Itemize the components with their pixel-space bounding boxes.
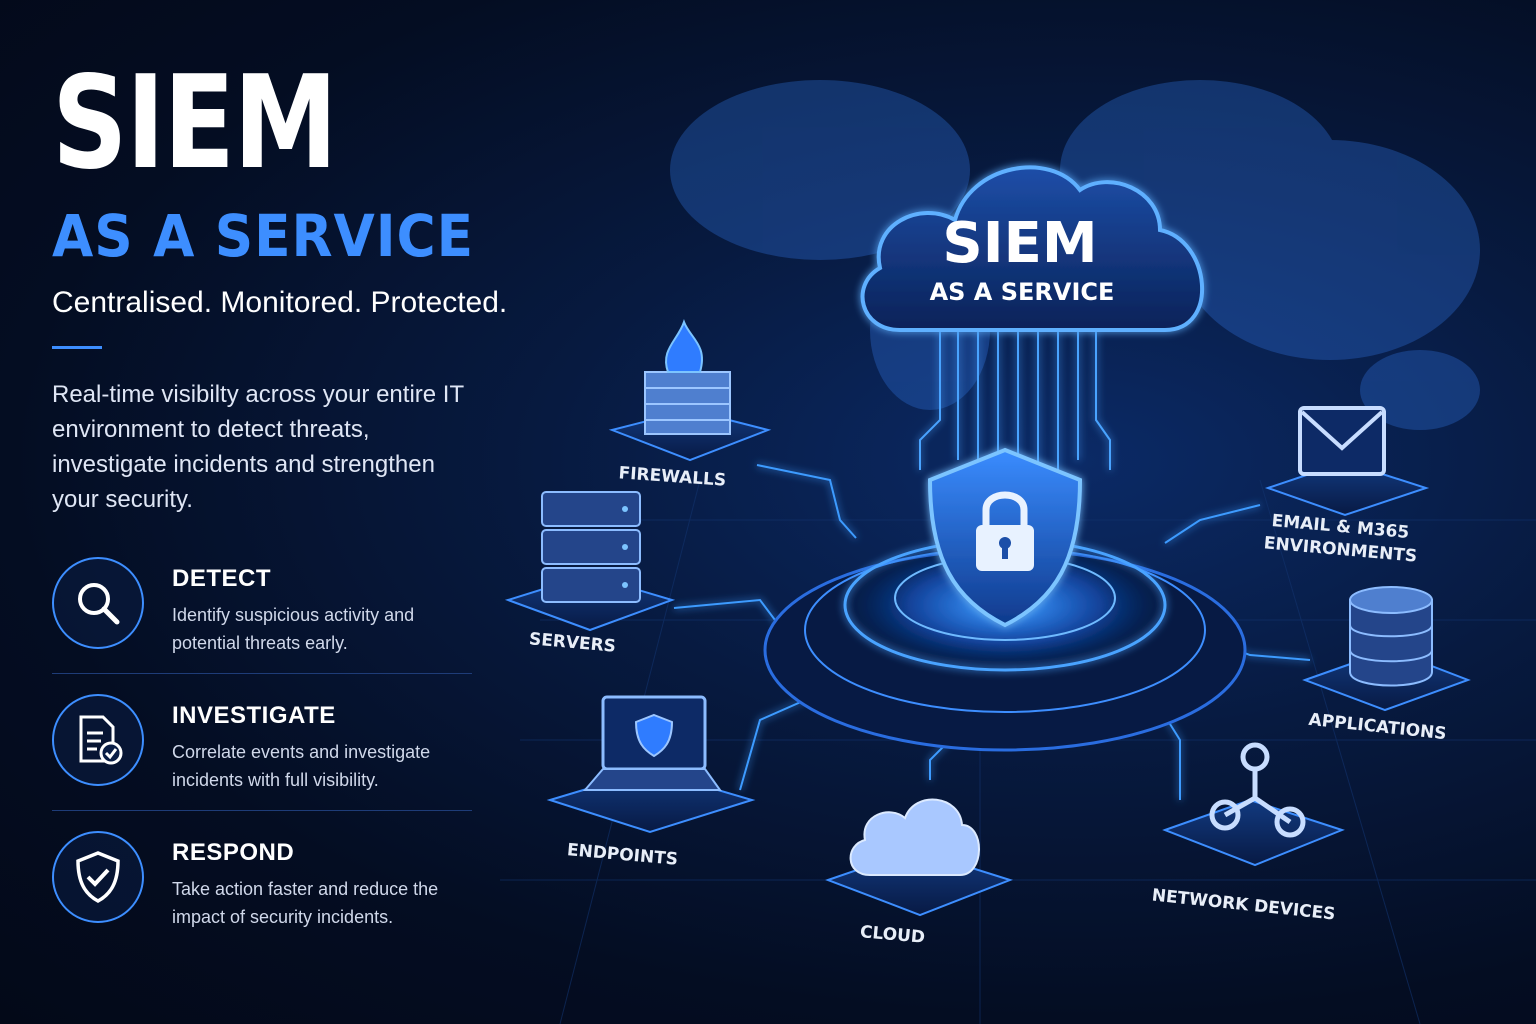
- feature-title: RESPOND: [172, 839, 295, 866]
- hub-cloud: [860, 165, 1205, 332]
- feature-title: INVESTIGATE: [172, 702, 336, 729]
- hub-platform: [763, 538, 1247, 752]
- email-icon: [1298, 406, 1386, 476]
- label-applications: APPLICATIONS: [1308, 710, 1448, 744]
- hub-subtitle: AS A SERVICE: [930, 278, 1115, 306]
- feature-text: Take action faster and reduce the impact…: [172, 879, 439, 927]
- page-title: SIEM: [52, 49, 338, 198]
- source-node-servers: SERVERS: [504, 491, 676, 657]
- source-node-email-m365: EMAIL & M365 ENVIRONMENTS: [1263, 406, 1430, 567]
- intro-panel: SIEM AS A SERVICE Centralised. Monitored…: [52, 60, 522, 517]
- feature-text: Identify suspicious activity and potenti…: [172, 605, 415, 653]
- network-icon: [1209, 742, 1306, 838]
- page-subtitle: AS A SERVICE: [52, 202, 474, 270]
- label-servers: SERVERS: [528, 629, 616, 657]
- cloud-icon: [849, 798, 980, 876]
- data-streams: [919, 320, 1111, 470]
- shield-check-icon: [52, 831, 144, 923]
- link-firewalls: [756, 464, 857, 539]
- source-node-applications: APPLICATIONS: [1302, 586, 1471, 744]
- server-icon: [541, 491, 641, 603]
- tagline: Centralised. Monitored. Protected.: [52, 286, 508, 319]
- feature-detect: DETECT Identify suspicious activity and …: [52, 555, 472, 674]
- feature-title: DETECT: [172, 565, 271, 592]
- description: Real-time visibilty across your entire I…: [52, 381, 464, 513]
- source-node-endpoints: ENDPOINTS: [546, 695, 756, 870]
- document-check-icon: [52, 694, 144, 786]
- feature-text: Correlate events and investigate inciden…: [172, 742, 431, 790]
- database-icon: [1349, 586, 1433, 687]
- feature-investigate: INVESTIGATE Correlate events and investi…: [52, 692, 472, 811]
- laptop-icon: [582, 695, 722, 791]
- link-email: [1164, 504, 1261, 544]
- hub-shield-icon: [927, 447, 1083, 628]
- label-cloud: CLOUD: [859, 922, 926, 948]
- hub-title: SIEM: [942, 211, 1097, 276]
- label-endpoints: ENDPOINTS: [566, 840, 679, 870]
- label-firewalls: FIREWALLS: [618, 463, 727, 490]
- source-node-cloud: CLOUD: [825, 798, 1014, 948]
- magnifier-icon: [52, 557, 144, 649]
- feature-list: DETECT Identify suspicious activity and …: [52, 555, 472, 965]
- source-node-firewalls: FIREWALLS: [608, 319, 772, 491]
- label-network-devices: NETWORK DEVICES: [1151, 885, 1336, 924]
- feature-respond: RESPOND Take action faster and reduce th…: [52, 829, 472, 947]
- divider: [52, 346, 102, 349]
- firewall-icon: [644, 319, 731, 435]
